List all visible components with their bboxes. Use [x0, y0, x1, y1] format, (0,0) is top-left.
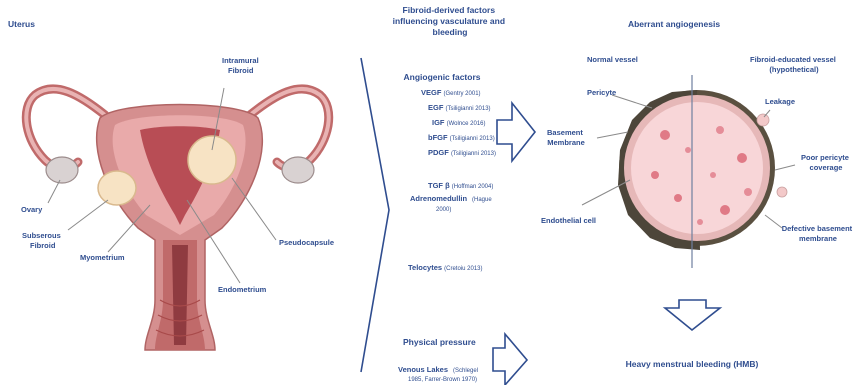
- normal-vessel-label: Normal vessel: [587, 55, 638, 64]
- poor-pericyte-label: Poor pericyte coverage: [801, 153, 851, 172]
- uterus-panel: Uterus: [8, 19, 334, 350]
- left-ovary: [46, 157, 78, 183]
- defective-leader: [765, 215, 782, 228]
- subserous-label: Subserous Fibroid: [22, 231, 63, 250]
- factor-item: TGF β (Hoffman 2004): [428, 181, 493, 190]
- fibroid-vessel-label: Fibroid-educated vessel (hypothetical): [750, 55, 838, 74]
- blood-cell: [710, 172, 716, 178]
- angiogenesis-panel-title: Aberrant angiogenesis: [628, 19, 720, 29]
- venous-lakes-label: Venous Lakes (Schlegel 1985, Farrer-Brow…: [398, 365, 480, 383]
- hmb-outcome-label: Heavy menstrual bleeding (HMB): [626, 359, 759, 369]
- endothelial-cell-label: Endothelial cell: [541, 216, 596, 225]
- blood-cell: [674, 194, 682, 202]
- factor-item: bFGF (Tsiligianni 2013): [428, 133, 495, 142]
- pseudocapsule-label: Pseudocapsule: [279, 238, 334, 247]
- factors-to-angiogenesis-arrow: [497, 103, 535, 161]
- angiogenesis-panel: Aberrant angiogenesis Normal vessel Fibr…: [541, 19, 854, 369]
- factor-item: PDGF (Tsiligianni 2013): [428, 148, 496, 157]
- factors-panel-title: Fibroid-derived factors influencing vasc…: [393, 5, 508, 37]
- basement-membrane-label: Basement Membrane: [547, 128, 585, 147]
- subserous-fibroid: [98, 171, 136, 205]
- myometrium-label: Myometrium: [80, 253, 125, 262]
- blood-cell: [716, 126, 724, 134]
- left-fallopian-tube: [26, 89, 105, 168]
- intramural-label: Intramural Fibroid: [222, 56, 261, 75]
- ovary-leader: [48, 180, 60, 203]
- leakage-bubble: [777, 187, 787, 197]
- blood-cell: [720, 205, 730, 215]
- blood-cell: [697, 219, 703, 225]
- defective-membrane-label: Defective basement membrane: [782, 224, 855, 243]
- blood-cell: [744, 188, 752, 196]
- ovary-label: Ovary: [21, 205, 43, 214]
- basement-leader: [597, 132, 628, 138]
- vessel-lumen: [631, 102, 763, 234]
- cervical-canal: [172, 245, 188, 345]
- pericyte-label: Pericyte: [587, 88, 616, 97]
- blood-cell: [737, 153, 747, 163]
- subserous-leader: [68, 200, 108, 230]
- uterus-illustration: [26, 89, 328, 350]
- physical-pressure-label: Physical pressure: [403, 337, 476, 347]
- pericyte-leader: [612, 95, 652, 108]
- factor-item: VEGF (Gentry 2001): [421, 88, 481, 97]
- factor-item: IGF (Wolnce 2016): [432, 118, 486, 127]
- blood-cell: [660, 130, 670, 140]
- telocytes-label: Telocytes (Cretoiu 2013): [408, 263, 483, 272]
- leakage-bubble: [757, 114, 769, 126]
- endometrium-label: Endometrium: [218, 285, 267, 294]
- vessel-cross-section: [618, 75, 787, 268]
- factor-item: EGF (Tsiligianni 2013): [428, 103, 491, 112]
- intramural-fibroid: [188, 136, 236, 184]
- factors-panel: Fibroid-derived factors influencing vasc…: [361, 5, 535, 385]
- angiogenic-factor-list: VEGF (Gentry 2001) EGF (Tsiligianni 2013…: [421, 88, 496, 190]
- adrenomedullin-label: Adrenomedullin (Hague 2000): [410, 194, 494, 213]
- right-ovary: [282, 157, 314, 183]
- factors-bracket: [361, 58, 389, 372]
- poor-pericyte-leader: [775, 165, 795, 170]
- angiogenesis-to-hmb-arrow: [665, 300, 720, 330]
- leakage-label: Leakage: [765, 97, 795, 106]
- blood-cell: [685, 147, 691, 153]
- uterus-panel-title: Uterus: [8, 19, 35, 29]
- pressure-to-bleeding-arrow: [493, 334, 527, 385]
- angiogenic-factors-title: Angiogenic factors: [404, 72, 481, 82]
- blood-cell: [651, 171, 659, 179]
